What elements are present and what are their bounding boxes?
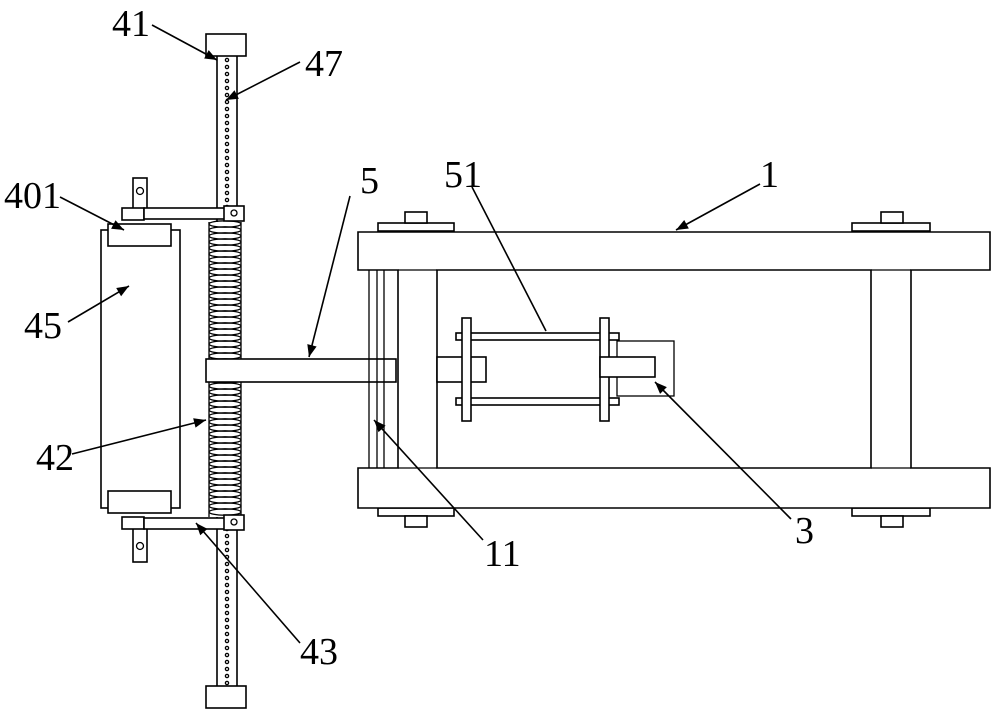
label-45: 45	[24, 305, 62, 347]
right-slider	[599, 356, 656, 378]
inner-mechanism	[436, 317, 675, 422]
leader-3	[654, 381, 792, 520]
upper-rod	[455, 332, 620, 341]
label-42: 42	[36, 437, 74, 479]
label-5: 5	[360, 160, 379, 202]
label-43: 43	[300, 631, 338, 673]
label-401: 401	[4, 175, 61, 217]
leader-401	[59, 196, 125, 231]
label-47: 47	[305, 43, 343, 85]
leader-42	[71, 418, 207, 455]
leader-47	[225, 61, 301, 101]
left-bolt	[461, 317, 472, 422]
label-3: 3	[795, 510, 814, 552]
label-1: 1	[760, 154, 779, 196]
label-11: 11	[484, 533, 521, 575]
leader-lines	[59, 24, 792, 644]
connecting-arm	[205, 358, 397, 383]
reference-numerals: 41 47 401 45 42 43 5 51 1 3 11	[4, 3, 814, 673]
guide-rails	[368, 270, 385, 468]
leader-1	[675, 183, 761, 231]
rod-top-cap	[205, 33, 247, 57]
leader-43	[195, 522, 301, 644]
lower-bracket	[121, 514, 245, 563]
rod-thread-dots	[224, 57, 230, 686]
frame	[357, 211, 991, 528]
label-51: 51	[444, 154, 482, 196]
label-41: 41	[112, 3, 150, 45]
upper-bracket	[121, 177, 245, 222]
roller-body	[100, 223, 181, 514]
leader-51	[471, 186, 547, 332]
leader-11	[373, 419, 484, 541]
leader-5	[307, 195, 351, 358]
leader-41	[151, 24, 218, 61]
rod-bottom-cap	[205, 685, 247, 709]
bottom-clamp-block	[107, 490, 172, 514]
leader-45	[67, 285, 130, 323]
lower-rod	[455, 397, 620, 406]
